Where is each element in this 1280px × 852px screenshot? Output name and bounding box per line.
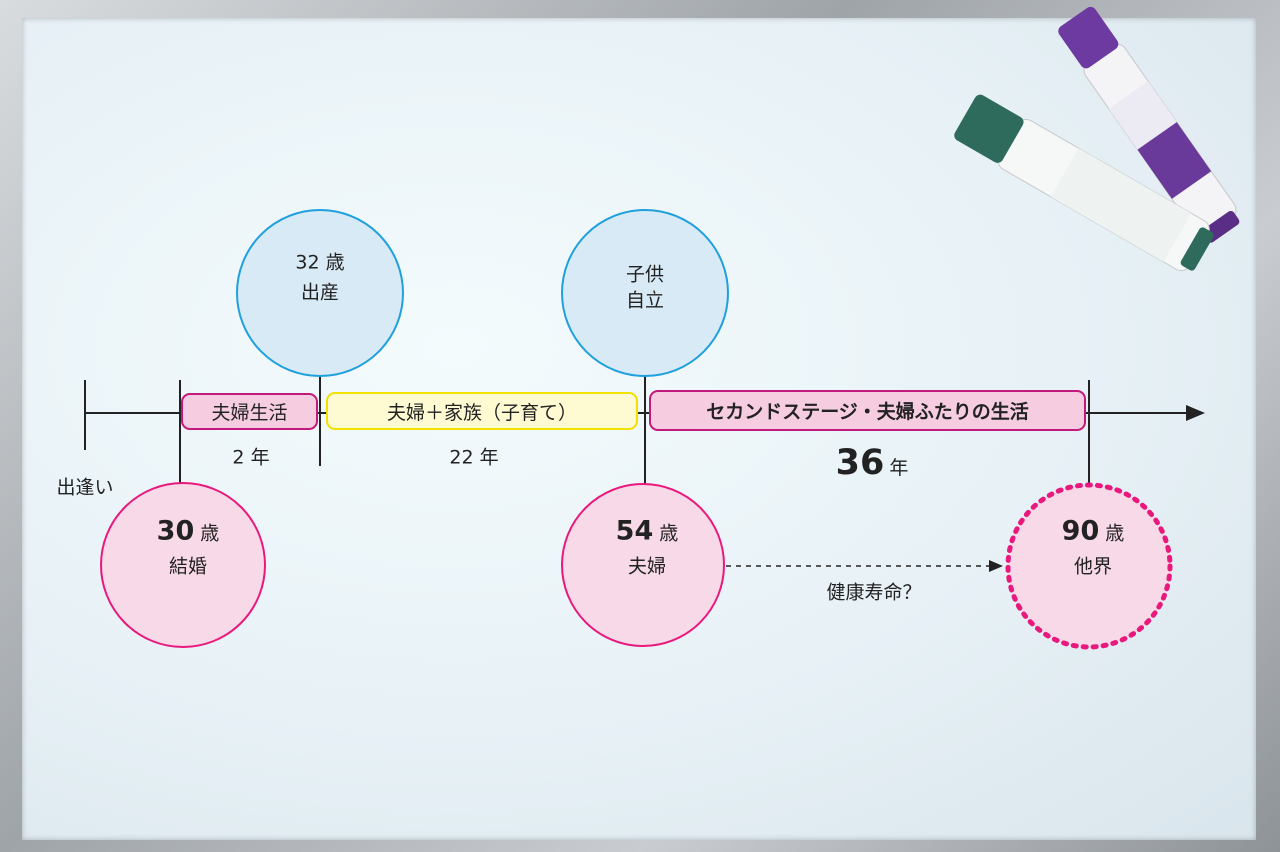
- event-birth-age: 32 歳: [295, 251, 345, 274]
- event-marriage-unit: 歳: [200, 522, 220, 545]
- event-couple-unit: 歳: [659, 522, 679, 545]
- duration-family-number: 22: [449, 446, 474, 469]
- event-independence-line2: 自立: [625, 289, 665, 311]
- event-circle-couple: [561, 483, 725, 647]
- event-marriage-text: 30 歳 結婚: [157, 512, 220, 581]
- event-couple-label: 夫婦: [627, 555, 667, 577]
- event-circle-death: [1005, 482, 1173, 650]
- event-circle-birth: [236, 209, 404, 377]
- duration-second-stage-unit: 年: [889, 457, 909, 479]
- event-independence-text: 子供 自立: [626, 262, 664, 313]
- event-circle-independence: [561, 209, 729, 377]
- event-circle-marriage: [100, 482, 266, 648]
- event-independence-line1: 子供: [625, 263, 665, 286]
- healthy-life-arrowhead: [989, 560, 1003, 572]
- event-birth-label: 出産: [300, 282, 339, 304]
- segment-pill-second-stage: セカンドステージ・夫婦ふたりの生活: [649, 390, 1086, 431]
- event-couple-age: 54: [615, 515, 654, 547]
- healthy-life-label: 健康寿命？: [826, 581, 922, 604]
- duration-second-stage: 36 年: [836, 443, 909, 483]
- event-death-unit: 歳: [1105, 522, 1125, 545]
- event-marriage-age: 30: [156, 515, 195, 547]
- duration-couple-number: 2: [232, 446, 245, 469]
- event-death-text: 90 歳 他界: [1062, 512, 1125, 581]
- duration-family: 22 年: [449, 443, 498, 470]
- event-death-label: 他界: [1073, 555, 1113, 577]
- duration-couple: 2 年: [232, 443, 269, 470]
- duration-family-unit: 年: [479, 446, 499, 469]
- segment-pill-couple: 夫婦生活: [181, 393, 318, 430]
- event-birth-text: 32 歳 出産: [295, 248, 344, 309]
- marker-green-icon: [954, 94, 1214, 272]
- event-marriage-label: 結婚: [168, 555, 208, 577]
- start-label: 出逢い: [56, 476, 114, 499]
- marker-purple-icon: [1058, 6, 1240, 243]
- duration-second-stage-number: 36: [835, 443, 885, 483]
- event-death-age: 90: [1061, 515, 1100, 547]
- segment-pill-family: 夫婦＋家族（子育て）: [326, 392, 638, 430]
- timeline-arrowhead: [1186, 405, 1205, 421]
- event-couple-text: 54 歳 夫婦: [616, 512, 679, 581]
- duration-couple-unit: 年: [250, 446, 270, 469]
